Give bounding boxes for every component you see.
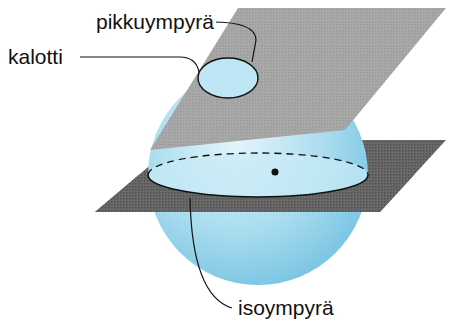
plane-front — [95, 175, 446, 212]
center-dot — [272, 169, 279, 176]
great-circle-disc — [148, 153, 368, 197]
part-label: kalotti — [6, 45, 65, 69]
leader-line — [80, 57, 199, 72]
leader-line — [190, 198, 232, 308]
small-circle — [198, 58, 258, 98]
part-label: pikkuympyrä — [94, 10, 216, 34]
great-circle-back — [148, 153, 368, 175]
leader-line — [212, 22, 256, 62]
part-label: isoympyrä — [236, 296, 336, 320]
great-circle-front — [148, 175, 368, 197]
